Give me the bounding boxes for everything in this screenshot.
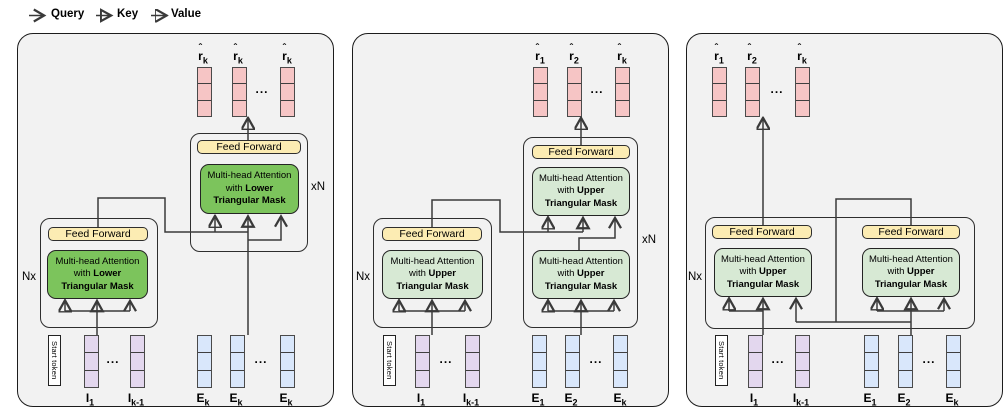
p1-encoder-feed-forward: Feed Forward [48, 227, 148, 241]
p1-decoder-feed-forward: Feed Forward [197, 140, 301, 154]
p3-i-token-column [748, 335, 763, 388]
dots: ... [922, 352, 936, 366]
p1-input-label: Ek [279, 391, 293, 408]
p2-input-label: Ek [613, 391, 627, 408]
p3-e-token-column [946, 335, 961, 388]
dots: ... [255, 82, 269, 96]
p3-repeat-label-nx: Nx [688, 271, 703, 283]
p1-decoder-block [190, 133, 308, 252]
p1-start-token: Start token [48, 335, 61, 386]
p1-input-label: I1 [85, 391, 95, 408]
p1-e-token-column [197, 335, 212, 388]
p3-left-feed-forward: Feed Forward [712, 225, 812, 239]
legend-value-label: Value [171, 8, 202, 20]
p2-output-column [567, 67, 582, 117]
p3-output-column [795, 67, 810, 117]
p3-left-mha-upper-mask: Multi-head Attention with Upper Triangul… [714, 248, 812, 297]
p1-output-column [232, 67, 247, 117]
legend-query-label: Query [51, 8, 85, 20]
p1-input-label: Ik-1 [127, 391, 145, 408]
p3-input-label: E1 [863, 391, 877, 408]
p2-output-column [533, 67, 548, 117]
p1-encoder-mha-lower-mask: Multi-head Attention with Lower Triangul… [47, 250, 148, 299]
p1-input-label: Ek [229, 391, 243, 408]
p2-start-token: Start token [383, 335, 396, 386]
p2-input-label: I1 [416, 391, 426, 408]
p3-start-token: Start token [715, 335, 728, 386]
p2-input-label: E2 [564, 391, 578, 408]
p1-i-token-column [84, 335, 99, 388]
p3-i-token-column [795, 335, 810, 388]
dots: ... [439, 352, 453, 366]
p1-output-column [280, 67, 295, 117]
p1-i-token-column [130, 335, 145, 388]
p1-e-token-column [230, 335, 245, 388]
p2-e-token-column [532, 335, 547, 388]
p2-encoder-feed-forward: Feed Forward [382, 227, 482, 241]
dots: ... [589, 352, 603, 366]
p2-decoder-top-mha-upper-mask: Multi-head Attention with Upper Triangul… [532, 167, 630, 216]
p1-decoder-mha-lower-mask: Multi-head Attention with Lower Triangul… [200, 164, 299, 214]
p2-e-token-column [565, 335, 580, 388]
p1-e-token-column [280, 335, 295, 388]
p1-output-column [197, 67, 212, 117]
p3-right-mha-upper-mask: Multi-head Attention with Upper Triangul… [862, 248, 960, 297]
p3-input-label: I1 [749, 391, 759, 408]
p2-repeat-label-xn: xN [642, 234, 657, 246]
p3-e-token-column [898, 335, 913, 388]
p1-input-label: Ek [196, 391, 210, 408]
p3-input-label: Ek [945, 391, 959, 408]
p2-i-token-column [415, 335, 430, 388]
p2-e-token-column [613, 335, 628, 388]
p3-output-column [745, 67, 760, 117]
p2-decoder-bottom-mha-upper-mask: Multi-head Attention with Upper Triangul… [532, 250, 630, 299]
dots: ... [254, 352, 268, 366]
dots: ... [106, 352, 120, 366]
p1-repeat-label-xn: xN [311, 181, 326, 193]
dots: ... [771, 352, 785, 366]
p2-i-token-column [465, 335, 480, 388]
p3-input-label: Ik-1 [792, 391, 810, 408]
dots: ... [770, 82, 784, 96]
p2-decoder-block [523, 137, 638, 328]
p2-repeat-label-nx: Nx [356, 271, 371, 283]
p2-decoder-feed-forward: Feed Forward [532, 145, 630, 159]
dots: ... [590, 82, 604, 96]
p3-output-column [712, 67, 727, 117]
legend-key-label: Key [117, 8, 139, 20]
p2-input-label: E1 [531, 391, 545, 408]
p2-output-column [615, 67, 630, 117]
p3-right-feed-forward: Feed Forward [862, 225, 960, 239]
p2-input-label: Ik-1 [462, 391, 480, 408]
p2-encoder-mha-upper-mask: Multi-head Attention with Upper Triangul… [382, 250, 483, 299]
p1-repeat-label-nx: Nx [22, 271, 37, 283]
p3-input-label: E2 [897, 391, 911, 408]
p3-e-token-column [864, 335, 879, 388]
